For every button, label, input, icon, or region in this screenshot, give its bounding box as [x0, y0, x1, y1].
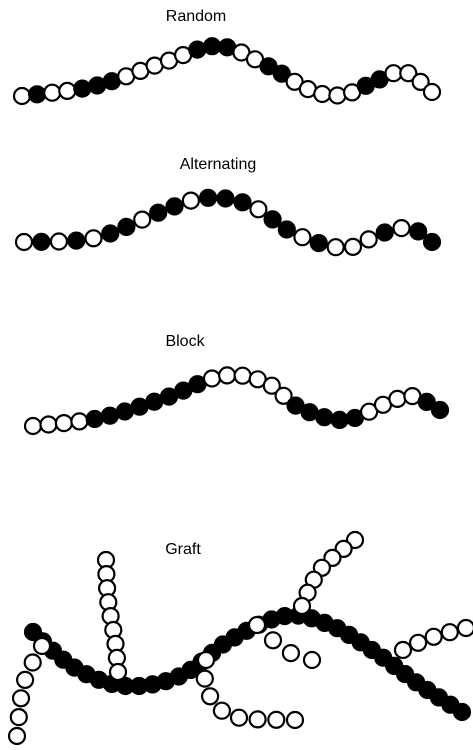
filled-monomer: [87, 411, 103, 427]
open-monomer: [204, 371, 220, 387]
open-monomer: [328, 239, 344, 255]
open-monomer: [249, 617, 265, 633]
open-monomer: [9, 728, 25, 744]
open-monomer: [231, 710, 247, 726]
chain-block: [25, 367, 448, 434]
open-monomer: [17, 672, 33, 688]
filled-monomer: [102, 226, 118, 242]
filled-monomer: [146, 394, 162, 410]
open-monomer: [424, 84, 440, 100]
filled-monomer: [377, 225, 393, 241]
open-monomer: [34, 638, 50, 654]
open-monomer: [395, 642, 411, 658]
filled-monomer: [432, 402, 448, 418]
open-monomer: [458, 620, 473, 636]
open-monomer: [410, 635, 426, 651]
filled-monomer: [200, 190, 216, 206]
filled-monomer: [74, 81, 90, 97]
filled-monomer: [410, 223, 426, 239]
open-monomer: [214, 703, 230, 719]
open-monomer: [265, 632, 281, 648]
open-monomer: [16, 234, 32, 250]
filled-monomer: [279, 222, 295, 238]
open-monomer: [183, 193, 199, 209]
open-monomer: [345, 239, 361, 255]
filled-monomer: [29, 86, 45, 102]
filled-monomer: [189, 42, 205, 58]
open-monomer: [51, 234, 67, 250]
open-monomer: [235, 368, 251, 384]
chain-random: [14, 38, 440, 104]
graft-backbone: [25, 608, 470, 720]
open-monomer: [268, 712, 284, 728]
open-monomer: [202, 688, 218, 704]
filled-monomer: [265, 211, 281, 227]
filled-monomer: [33, 234, 49, 250]
chain-alternating: [16, 190, 440, 255]
open-monomer: [59, 83, 75, 99]
open-monomer: [250, 201, 266, 217]
filled-monomer: [204, 38, 220, 54]
open-monomer: [386, 65, 402, 81]
open-monomer: [25, 418, 41, 434]
filled-monomer: [302, 404, 318, 420]
open-monomer: [41, 417, 57, 433]
open-monomer: [198, 652, 214, 668]
open-monomer: [14, 88, 30, 104]
filled-monomer: [117, 404, 133, 420]
open-monomer: [389, 391, 405, 407]
open-monomer: [394, 220, 410, 236]
filled-monomer: [454, 704, 470, 720]
open-monomer: [11, 709, 27, 725]
open-monomer: [56, 415, 72, 431]
open-monomer: [134, 212, 150, 228]
open-monomer: [219, 367, 235, 383]
open-monomer: [250, 711, 266, 727]
filled-monomer: [68, 233, 84, 249]
open-monomer: [329, 88, 345, 104]
filled-monomer: [167, 198, 183, 214]
open-monomer: [197, 671, 213, 687]
filled-monomer: [235, 194, 251, 210]
filled-monomer: [218, 191, 234, 207]
filled-monomer: [316, 409, 332, 425]
filled-monomer: [311, 235, 327, 251]
filled-monomer: [102, 408, 118, 424]
filled-monomer: [424, 234, 440, 250]
open-monomer: [44, 85, 60, 101]
open-monomer: [294, 598, 310, 614]
open-monomer: [361, 231, 377, 247]
open-monomer: [294, 229, 310, 245]
open-monomer: [304, 652, 320, 668]
filled-monomer: [118, 219, 134, 235]
open-monomer: [13, 690, 29, 706]
open-monomer: [287, 712, 303, 728]
filled-monomer: [150, 205, 166, 221]
open-monomer: [86, 230, 102, 246]
filled-monomer: [332, 412, 348, 428]
open-monomer: [71, 413, 87, 429]
open-monomer: [25, 655, 41, 671]
open-monomer: [314, 86, 330, 102]
open-monomer: [283, 645, 299, 661]
filled-monomer: [132, 399, 148, 415]
open-monomer: [110, 664, 126, 680]
open-monomer: [442, 624, 458, 640]
open-monomer: [426, 629, 442, 645]
